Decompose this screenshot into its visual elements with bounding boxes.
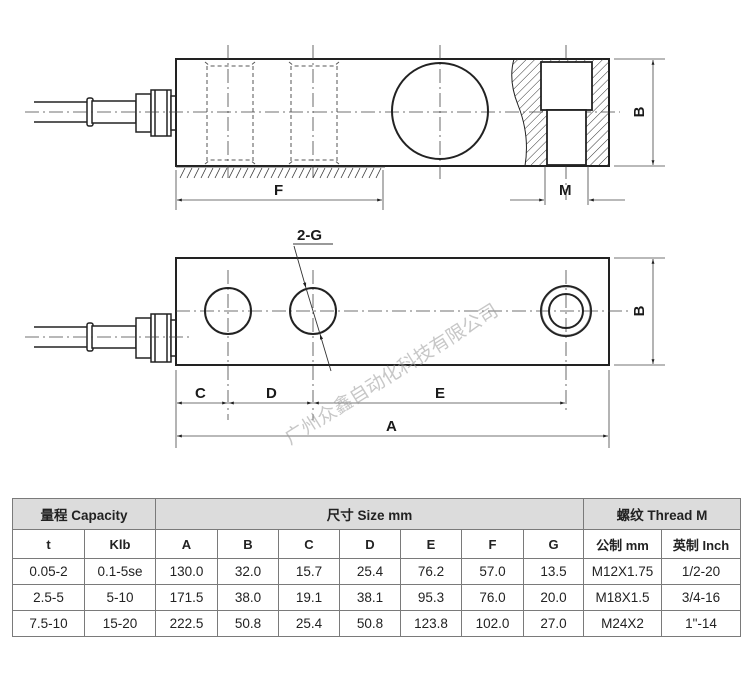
cell: 0.1-5se [84,558,156,585]
cell: 5-10 [84,584,156,611]
col-header-t: t [12,529,85,559]
dim-label-a: A [386,418,397,435]
cell: 0.05-2 [12,558,85,585]
col-header-klb: Klb [84,529,156,559]
cell: 20.0 [522,584,585,611]
cell: 50.8 [217,610,279,637]
col-header-a: A [155,529,218,559]
cell: 102.0 [461,610,524,637]
load-cell-drawing: F M B [25,45,665,449]
col-header-e: E [400,529,462,559]
dim-label-c: C [195,385,206,402]
group-capacity: 量程 Capacity [12,498,156,530]
table-row: 7.5-10 15-20 222.5 50.8 25.4 50.8 123.8 … [12,610,742,637]
cell: 1/2-20 [661,558,742,585]
cell: 57.0 [461,558,524,585]
dim-label-m: M [559,182,572,199]
cell: 2.5-5 [12,584,85,611]
cell: 15-20 [84,610,156,637]
table-row: 2.5-5 5-10 171.5 38.0 19.1 38.1 95.3 76.… [12,584,742,611]
cell: 123.8 [400,610,462,637]
cell: 13.5 [522,558,585,585]
cell: 76.0 [461,584,524,611]
cable-icon [34,313,177,363]
cell: 32.0 [217,558,279,585]
bottom-view: 2-G C D E A B [25,227,665,448]
mounting-hole-2 [289,287,337,335]
dim-label-f: F [274,182,283,199]
cell: 38.0 [217,584,279,611]
cell: 38.1 [339,584,401,611]
cell: 130.0 [155,558,218,585]
cell: M18X1.5 [583,584,663,611]
cell: 95.3 [400,584,462,611]
cell: 171.5 [155,584,218,611]
cell: 50.8 [339,610,401,637]
cell: M12X1.75 [583,558,663,585]
col-header-f: F [461,529,524,559]
cell: M24X2 [583,610,663,637]
cell: 25.4 [278,610,340,637]
col-header-inch: 英制 Inch [661,529,742,559]
dim-label-b-bottom: B [631,305,648,316]
cell: 27.0 [522,610,585,637]
cell: 15.7 [278,558,340,585]
group-thread: 螺纹 Thread M [583,498,742,530]
top-view: F M B [25,45,665,210]
cell: 1"-14 [661,610,742,637]
cell: 3/4-16 [661,584,742,611]
cable-icon [34,89,177,137]
cell: 19.1 [278,584,340,611]
group-size: 尺寸 Size mm [154,498,585,530]
col-header-metric: 公制 mm [583,529,663,559]
table-column-header-row: t Klb A B C D E F G 公制 mm 英制 Inch [12,529,742,559]
threaded-hole [540,285,592,337]
dim-label-e: E [435,385,445,402]
cell: 76.2 [400,558,462,585]
spec-table: 量程 Capacity 尺寸 Size mm 螺纹 Thread M t Klb… [12,498,742,637]
cell: 7.5-10 [12,610,85,637]
dim-label-b-top: B [631,106,648,117]
col-header-g: G [522,529,585,559]
table-row: 0.05-2 0.1-5se 130.0 32.0 15.7 25.4 76.2… [12,558,742,585]
col-header-c: C [278,529,340,559]
cell: 25.4 [339,558,401,585]
dim-label-d: D [266,385,277,402]
mounting-hole-1 [204,287,252,335]
dim-label-2g: 2-G [297,227,322,244]
table-group-header-row: 量程 Capacity 尺寸 Size mm 螺纹 Thread M [12,498,742,530]
col-header-d: D [339,529,401,559]
cell: 222.5 [155,610,218,637]
col-header-b: B [217,529,279,559]
